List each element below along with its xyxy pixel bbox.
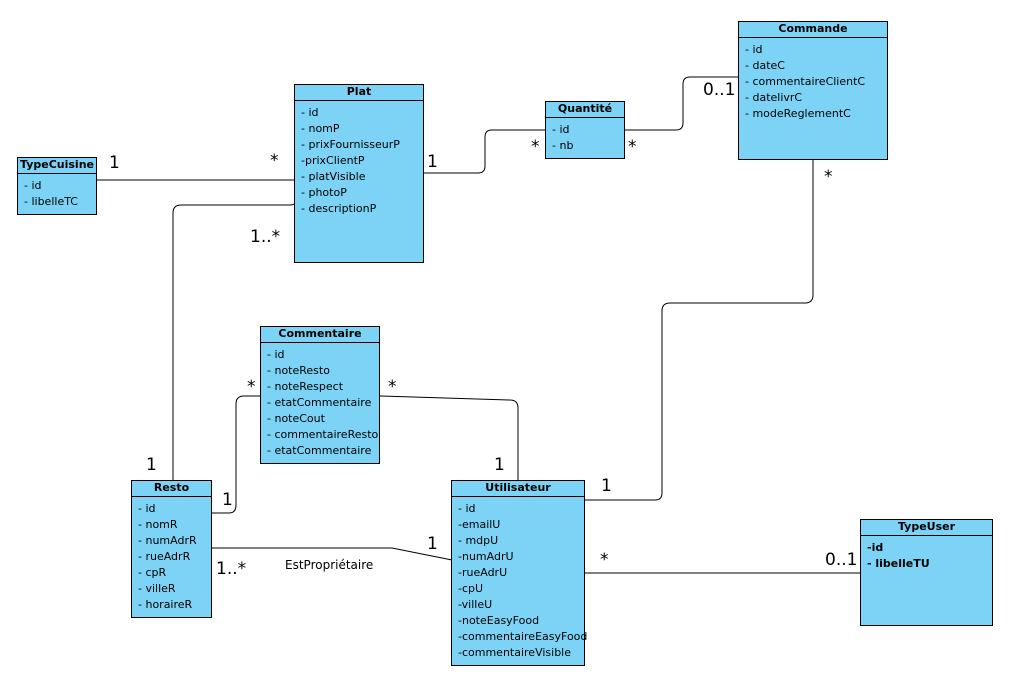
mult-plat-resto-a: 1..* <box>250 227 281 247</box>
class-typeuser-attributes: -id - libelleTU <box>861 536 992 572</box>
class-utilisateur-attributes: - id -emailU - mdpU -numAdrU -rueAdrU -c… <box>452 497 588 661</box>
class-typecuisine[interactable]: TypeCuisine - id - libelleTC <box>17 157 97 215</box>
class-plat-attributes: - id - nomP - prixFournisseurP -prixClie… <box>295 101 423 217</box>
mult-commentaire-utilisateur-b: 1 <box>494 455 505 475</box>
class-commande[interactable]: Commande - id - dateC - commentaireClien… <box>738 21 888 160</box>
mult-utilisateur-typeuser-b: 0..1 <box>825 550 858 570</box>
attr-utilisateur-commentaireeasyfood: -commentaireEasyFood <box>458 630 588 643</box>
attr-commande-datec: - dateC <box>745 59 785 72</box>
class-quantite[interactable]: Quantité - id - nb <box>545 101 625 159</box>
attr-utilisateur-commentairevisible: -commentaireVisible <box>458 646 572 659</box>
attr-utilisateur-mdpu: - mdpU <box>458 534 499 547</box>
attr-commande-commentaireclientc: - commentaireClientC <box>745 75 866 88</box>
attr-quantite-nb: - nb <box>552 139 574 152</box>
attr-commande-datelivrc: - datelivrC <box>745 91 803 104</box>
mult-typecuisine-plat-b: * <box>270 151 279 171</box>
attr-resto-id: - id <box>138 502 156 515</box>
assoc-quantite-commande <box>625 76 739 131</box>
attr-plat-descriptionp: - descriptionP <box>301 202 377 215</box>
attr-resto-viller: - villeR <box>138 582 176 595</box>
attr-utilisateur-cpu: -cpU <box>458 582 484 595</box>
mult-commande-utilisateur-b: 1 <box>601 476 612 496</box>
assoc-commentaire-utilisateur <box>379 395 519 481</box>
mult-commande-utilisateur-a: * <box>824 167 833 187</box>
mult-commentaire-resto-a: * <box>247 377 256 397</box>
attr-commentaire-notecout: - noteCout <box>267 412 325 425</box>
attr-commande-modereglementc: - modeReglementC <box>745 107 851 120</box>
attr-resto-nomr: - nomR <box>138 518 178 531</box>
attr-plat-id: - id <box>301 106 319 119</box>
attr-utilisateur-id: - id <box>458 502 476 515</box>
class-resto-attributes: - id - nomR - numAdrR - rueAdrR - cpR - … <box>132 497 211 613</box>
attr-resto-numadrr: - numAdrR <box>138 534 197 547</box>
assoc-plat-quantite <box>424 129 545 174</box>
class-utilisateur-title: Utilisateur <box>452 481 584 497</box>
attr-utilisateur-noteeasyfood: -noteEasyFood <box>458 614 540 627</box>
class-typecuisine-title: TypeCuisine <box>18 158 96 174</box>
class-typeuser[interactable]: TypeUser -id - libelleTU <box>860 519 993 626</box>
mult-typecuisine-plat-a: 1 <box>109 153 120 173</box>
attr-commentaire-noterespect: - noteRespect <box>267 380 344 393</box>
class-commande-title: Commande <box>739 22 887 38</box>
attr-plat-prixclientp: -prixClientP <box>301 154 365 167</box>
mult-resto-utilisateur-b: 1 <box>427 534 438 554</box>
attr-quantite-id: - id <box>552 123 570 136</box>
attr-plat-nomp: - nomP <box>301 122 340 135</box>
attr-commentaire-noteresto: - noteResto <box>267 364 330 377</box>
attr-commentaire-etatcommentaire-2: - etatCommentaire <box>267 444 372 457</box>
assoc-label-estproprietaire: EstPropriétaire <box>285 558 374 572</box>
assoc-resto-utilisateur <box>212 547 453 561</box>
mult-plat-quantite-b: * <box>531 137 540 157</box>
attr-resto-horairer: - horaireR <box>138 598 193 611</box>
class-quantite-title: Quantité <box>546 102 624 118</box>
attr-commande-id: - id <box>745 43 763 56</box>
class-commande-attributes: - id - dateC - commentaireClientC - date… <box>739 38 887 122</box>
attr-commentaire-id: - id <box>267 348 285 361</box>
class-resto-title: Resto <box>132 481 211 497</box>
mult-utilisateur-typeuser-a: * <box>600 550 609 570</box>
attr-plat-platvisible: - platVisible <box>301 170 366 183</box>
mult-resto-utilisateur-a: 1..* <box>216 559 247 579</box>
assoc-commentaire-resto <box>212 395 261 514</box>
attr-commentaire-etatcommentaire: - etatCommentaire <box>267 396 372 409</box>
attr-typeuser-libelletu: - libelleTU <box>867 557 930 570</box>
class-resto[interactable]: Resto - id - nomR - numAdrR - rueAdrR - … <box>131 480 212 618</box>
attr-utilisateur-villeu: -villeU <box>458 598 493 611</box>
attr-typeuser-id: -id <box>867 541 884 554</box>
mult-commentaire-resto-b: 1 <box>222 490 233 510</box>
class-typecuisine-attributes: - id - libelleTC <box>18 174 96 210</box>
mult-quantite-commande-b: 0..1 <box>703 80 736 100</box>
attr-utilisateur-numadru: -numAdrU <box>458 550 514 563</box>
attr-resto-cpr: - cpR <box>138 566 167 579</box>
class-utilisateur[interactable]: Utilisateur - id -emailU - mdpU -numAdrU… <box>451 480 588 666</box>
class-quantite-attributes: - id - nb <box>546 118 624 154</box>
attr-utilisateur-emailu: -emailU <box>458 518 501 531</box>
attr-plat-prixfournisseurp: - prixFournisseurP <box>301 138 400 151</box>
mult-quantite-commande-a: * <box>628 137 637 157</box>
attr-commentaire-commentaireresto: - commentaireResto <box>267 428 379 441</box>
assoc-commande-utilisateur <box>585 160 814 501</box>
class-typeuser-title: TypeUser <box>861 520 992 536</box>
mult-plat-quantite-a: 1 <box>427 152 438 172</box>
attr-plat-photop: - photoP <box>301 186 347 199</box>
attr-typecuisine-libelletc: - libelleTC <box>24 195 78 208</box>
class-plat[interactable]: Plat - id - nomP - prixFournisseurP -pri… <box>294 84 424 263</box>
attr-utilisateur-rueadru: -rueAdrU <box>458 566 508 579</box>
attr-resto-rueadrr: - rueAdrR <box>138 550 191 563</box>
attr-typecuisine-id: - id <box>24 179 42 192</box>
mult-commentaire-utilisateur-a: * <box>388 377 397 397</box>
class-commentaire-title: Commentaire <box>261 327 379 343</box>
class-commentaire-attributes: - id - noteResto - noteRespect - etatCom… <box>261 343 379 459</box>
mult-plat-resto-b: 1 <box>146 455 157 475</box>
class-plat-title: Plat <box>295 85 423 101</box>
class-commentaire[interactable]: Commentaire - id - noteResto - noteRespe… <box>260 326 380 464</box>
